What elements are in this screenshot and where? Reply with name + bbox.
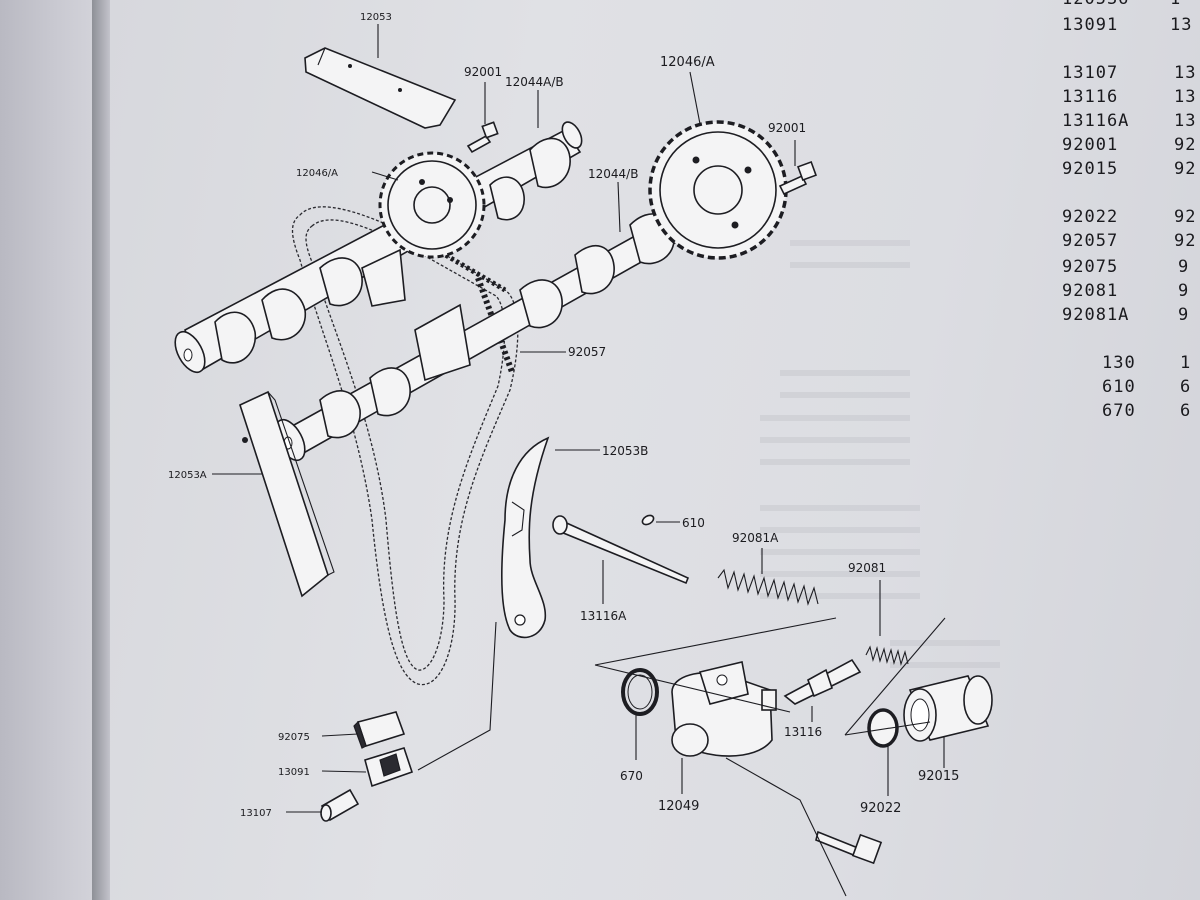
ref-frag: 13 [1174, 87, 1196, 107]
callout-92015: 92015 [918, 769, 959, 784]
pin-610 [641, 514, 655, 526]
ref-code: 130 [1102, 353, 1136, 373]
callout-12053A: 12053A [168, 470, 207, 481]
ref-code: 13116 [1062, 87, 1118, 107]
callout-670: 670 [620, 769, 643, 783]
callout-12044B: 12044/B [588, 167, 638, 181]
washer-92022 [867, 708, 899, 748]
bolt-92001-right [778, 161, 817, 196]
callout-92022: 92022 [860, 801, 901, 816]
ref-frag: 1 [1180, 353, 1191, 373]
block-92075 [353, 711, 406, 749]
ref-frag: 13 [1170, 15, 1192, 35]
o-ring-670 [621, 668, 659, 716]
holder-13091 [364, 747, 414, 788]
tensioner-lever-12053B [500, 436, 550, 639]
ref-code: 92015 [1062, 159, 1118, 179]
cam-sprocket-right [648, 120, 788, 260]
ref-code: 120536 [1062, 0, 1129, 9]
ref-code: 13091 [1062, 15, 1118, 35]
ref-code: 92001 [1062, 135, 1118, 155]
ref-frag: 92 [1174, 159, 1196, 179]
cam-sprocket-left [378, 151, 486, 259]
callout-92057: 92057 [568, 345, 606, 359]
pin-13107 [320, 788, 360, 822]
binding-gutter [92, 0, 110, 900]
callout-92075: 92075 [278, 732, 310, 743]
ref-code: 92081 [1062, 281, 1118, 301]
ref-frag: 92 [1174, 135, 1196, 155]
callout-12046A-left: 12046/A [296, 168, 338, 179]
camshaft-right [274, 198, 714, 462]
leader-lines [212, 24, 946, 897]
pushrod-13116A [552, 515, 690, 585]
ref-code: 13116A [1062, 111, 1129, 131]
ref-frag: 6 [1180, 377, 1191, 397]
ref-code: 92022 [1062, 207, 1118, 227]
mount-bolt [815, 830, 883, 865]
ref-frag: 1 [1170, 0, 1181, 9]
callout-12049: 12049 [658, 799, 699, 814]
ref-frag: 6 [1180, 401, 1191, 421]
spring-92081A [717, 568, 819, 606]
callout-92081A: 92081A [732, 531, 779, 545]
spring-92081 [865, 645, 909, 667]
callout-92001-left: 92001 [464, 65, 502, 79]
show-through-text [760, 240, 1000, 668]
bolt-92001-left [466, 121, 499, 154]
ref-code: 92057 [1062, 231, 1118, 251]
chain-guide-12053 [304, 47, 457, 129]
callout-13091: 13091 [278, 767, 310, 778]
callout-13116A: 13116A [580, 609, 627, 623]
callout-13107: 13107 [240, 808, 272, 819]
ref-frag: 92 [1174, 207, 1196, 227]
callout-12053B: 12053B [602, 444, 648, 458]
ref-code: 13107 [1062, 63, 1118, 83]
chain-guide-12053A [239, 390, 335, 598]
ref-code: 92075 [1062, 257, 1118, 277]
callout-12044AB: 12044A/B [505, 75, 564, 89]
ref-frag: 9 [1178, 305, 1189, 325]
plunger-13116 [783, 658, 862, 705]
tensioner-body-12049 [671, 661, 777, 757]
cap-nut-92015 [903, 675, 993, 742]
left-page-edge [0, 0, 92, 900]
callout-labels: 12053 92001 12044A/B 12046/A 92001 12046… [168, 12, 959, 819]
callout-13116: 13116 [784, 725, 822, 739]
callout-12046A-right: 12046/A [660, 55, 715, 70]
callout-610: 610 [682, 516, 705, 530]
ref-frag: 13 [1174, 63, 1196, 83]
reference-list: 120536 1 13091 13 13107 13 13116 13 1311… [1062, 0, 1196, 421]
ref-code: 610 [1102, 377, 1136, 397]
camshaft-left [174, 121, 583, 374]
ref-code: 670 [1102, 401, 1136, 421]
ref-frag: 9 [1178, 257, 1189, 277]
callout-92001-right: 92001 [768, 121, 806, 135]
callout-12053-top: 12053 [360, 12, 392, 23]
callout-92081: 92081 [848, 561, 886, 575]
ref-code: 92081A [1062, 305, 1129, 325]
ref-frag: 92 [1174, 231, 1196, 251]
ref-frag: 9 [1178, 281, 1189, 301]
ref-frag: 13 [1174, 111, 1196, 131]
